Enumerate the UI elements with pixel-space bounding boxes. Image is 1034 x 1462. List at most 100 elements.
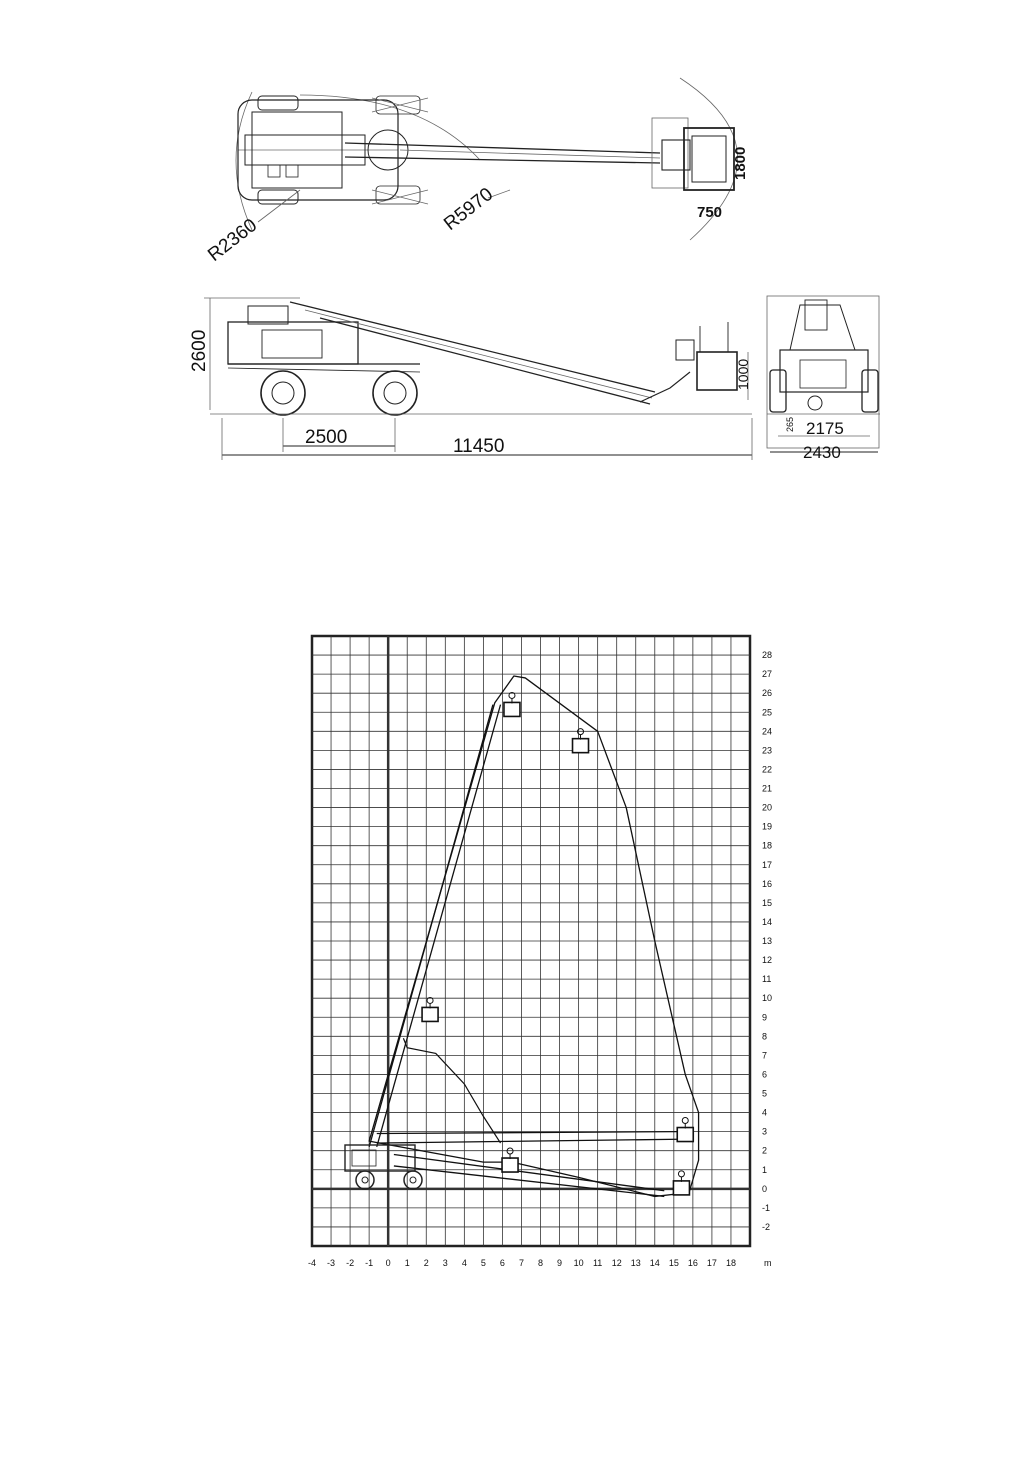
x-tick-label: 7	[519, 1258, 524, 1268]
y-tick-label: 24	[762, 726, 772, 736]
y-tick-label: 4	[762, 1108, 767, 1118]
operator-icon	[677, 1170, 685, 1178]
x-tick-label: -1	[365, 1258, 373, 1268]
x-tick-label: 2	[424, 1258, 429, 1268]
wheelbase-label: 2500	[305, 427, 347, 448]
y-tick-label: 25	[762, 707, 772, 717]
working-envelope	[368, 675, 700, 1198]
x-tick-label: 8	[538, 1258, 543, 1268]
machine-silhouette	[344, 1144, 423, 1190]
x-tick-label: 5	[481, 1258, 486, 1268]
x-tick-label: 14	[650, 1258, 660, 1268]
x-tick-label: 15	[669, 1258, 679, 1268]
y-tick-label: 26	[762, 688, 772, 698]
x-tick-label: 4	[462, 1258, 467, 1268]
y-tick-label: -1	[762, 1203, 770, 1213]
basket-box	[676, 1126, 695, 1143]
y-tick-label: 14	[762, 917, 772, 927]
y-tick-label: 2	[762, 1146, 767, 1156]
y-tick-label: 19	[762, 822, 772, 832]
inner-reach-curve	[402, 1037, 502, 1144]
y-tick-label: 11	[762, 974, 771, 984]
basket	[503, 691, 521, 718]
y-tick-label: 1	[762, 1165, 767, 1175]
y-tick-label: 27	[762, 669, 772, 679]
envelope-outline	[368, 675, 700, 1198]
boom-line	[393, 1153, 665, 1192]
basket	[421, 996, 439, 1023]
x-tick-label: 9	[557, 1258, 562, 1268]
y-tick-label: 10	[762, 993, 772, 1003]
platform-width-label: 1800	[732, 147, 749, 180]
radius-boom-label: R5970	[440, 184, 497, 235]
basket-box	[672, 1180, 691, 1196]
y-tick-label: 8	[762, 1031, 767, 1041]
x-tick-label: -4	[308, 1258, 316, 1268]
chart-grid	[310, 634, 752, 1248]
boom-line	[376, 1130, 678, 1135]
x-tick-label: -3	[327, 1258, 335, 1268]
platform-rail-label: 1000	[735, 359, 751, 390]
x-tick-label: 18	[726, 1258, 736, 1268]
x-tick-label: 0	[386, 1258, 391, 1268]
basket-box	[421, 1006, 439, 1023]
boom-line	[368, 704, 494, 1148]
y-tick-label: 28	[762, 650, 772, 660]
y-tick-label: 16	[762, 879, 772, 889]
basket-box	[503, 701, 521, 718]
y-tick-label: 9	[762, 1012, 767, 1022]
x-tick-label: 17	[707, 1258, 717, 1268]
x-tick-label: 1	[405, 1258, 410, 1268]
y-axis-ticks: -2-1012345678910111213141516171819202122…	[762, 650, 772, 1232]
ground-clearance-label: 265	[785, 417, 795, 432]
side-view: 2600 1000 2500 11450	[189, 297, 753, 460]
y-tick-label: 7	[762, 1050, 767, 1060]
front-view: 265 2175 2430	[766, 295, 880, 462]
y-tick-label: 15	[762, 898, 772, 908]
radius-outer-label: R2360	[204, 215, 261, 266]
x-tick-label: 12	[612, 1258, 622, 1268]
overall-length-label: 11450	[453, 436, 504, 457]
y-tick-label: 22	[762, 764, 772, 774]
overall-width-label: 2430	[803, 443, 841, 462]
basket	[676, 1117, 695, 1143]
y-tick-label: 6	[762, 1069, 767, 1079]
track-label: 2175	[806, 419, 844, 438]
y-tick-label: 0	[762, 1184, 767, 1194]
basket-markers	[421, 691, 695, 1196]
x-tick-label: 10	[574, 1258, 584, 1268]
y-tick-label: 23	[762, 745, 772, 755]
platform-depth-label: 750	[697, 204, 722, 221]
y-tick-label: 21	[762, 784, 772, 794]
x-tick-label: 3	[443, 1258, 448, 1268]
basket	[672, 1170, 691, 1196]
boom-positions	[368, 704, 678, 1198]
basket-box	[501, 1157, 519, 1173]
y-tick-label: 13	[762, 936, 772, 946]
y-tick-label: 20	[762, 803, 772, 813]
y-tick-label: 5	[762, 1089, 767, 1099]
y-tick-label: 3	[762, 1127, 767, 1137]
x-axis-unit: m	[764, 1258, 772, 1268]
y-tick-label: 18	[762, 841, 772, 851]
basket	[571, 728, 590, 754]
x-tick-label: 11	[593, 1258, 602, 1268]
top-view: R2360 R5970 1800 750	[204, 77, 749, 266]
basket	[501, 1147, 519, 1173]
y-tick-label: 12	[762, 955, 772, 965]
y-tick-label: 17	[762, 860, 772, 870]
boom-line	[376, 704, 502, 1148]
x-tick-label: 16	[688, 1258, 698, 1268]
x-tick-label: 6	[500, 1258, 505, 1268]
x-tick-label: 13	[631, 1258, 641, 1268]
boom-line	[376, 1138, 678, 1144]
operator-icon	[681, 1117, 689, 1125]
x-tick-label: -2	[346, 1258, 354, 1268]
basket-box	[571, 737, 590, 754]
height-label: 2600	[189, 330, 210, 372]
boom-line	[393, 1165, 665, 1198]
y-tick-label: -2	[762, 1222, 770, 1232]
